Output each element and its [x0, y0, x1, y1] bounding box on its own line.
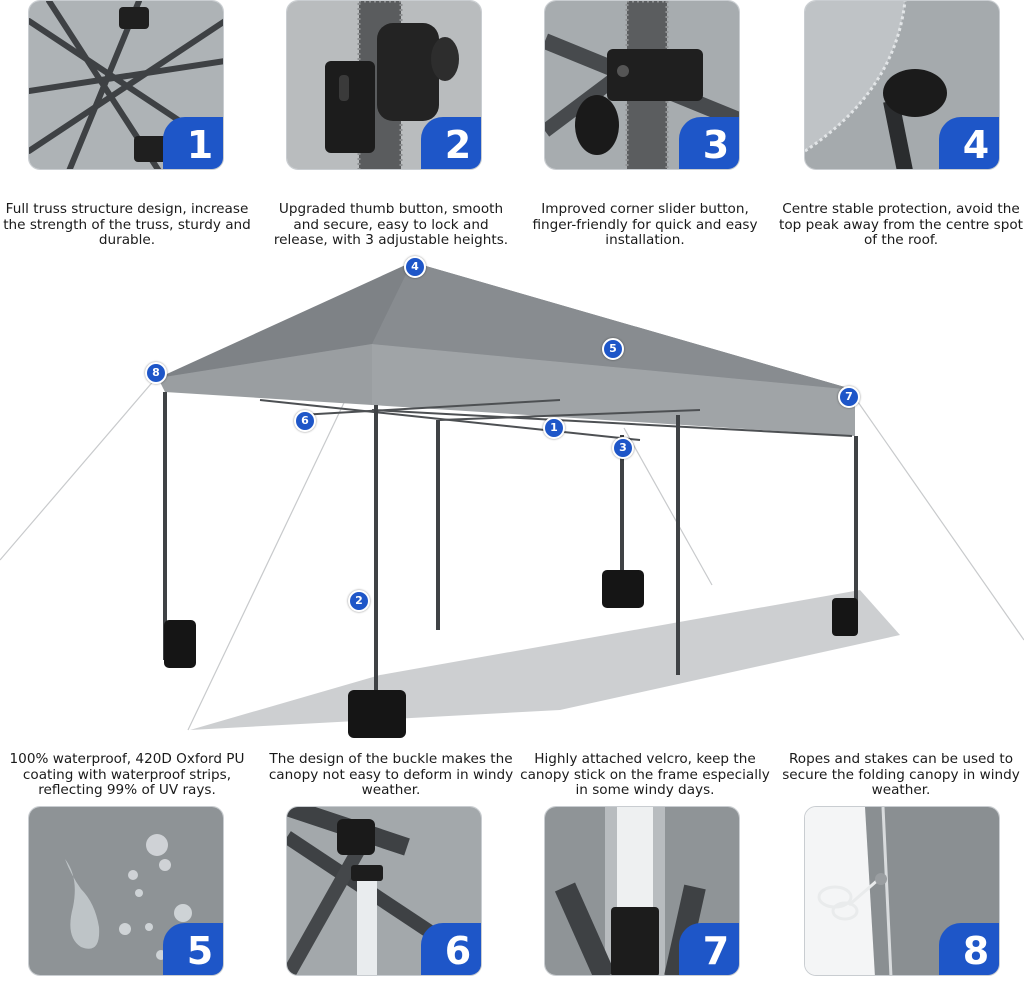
callout-5: 5 — [602, 338, 624, 360]
badge-3: 3 — [679, 117, 739, 169]
feature-tile-8: 8 — [804, 806, 1000, 976]
callout-2: 2 — [348, 590, 370, 612]
corner-slider-image — [545, 1, 739, 169]
feature-tile-6: 6 — [286, 806, 482, 976]
badge-8: 8 — [939, 923, 999, 975]
feature-tile-1: 1 — [28, 0, 224, 170]
caption-6: The design of the buckle makes the canop… — [268, 751, 514, 799]
badge-2: 2 — [421, 117, 481, 169]
caption-3: Improved corner slider button, finger-fr… — [532, 201, 758, 249]
callout-6: 6 — [294, 410, 316, 432]
callout-7: 7 — [838, 386, 860, 408]
rope-stake-image — [805, 807, 999, 975]
caption-5: 100% waterproof, 420D Oxford PU coating … — [9, 751, 245, 799]
caption-1: Full truss structure design, increase th… — [3, 201, 251, 249]
truss-frame-image — [29, 1, 223, 169]
feature-tile-4: 4 — [804, 0, 1000, 170]
velcro-image — [545, 807, 739, 975]
feature-tile-2: 2 — [286, 0, 482, 170]
badge-7: 7 — [679, 923, 739, 975]
thumb-button-image — [287, 1, 481, 169]
callout-8: 8 — [145, 362, 167, 384]
canopy-tent-illustration — [0, 262, 1024, 738]
caption-8: Ropes and stakes can be used to secure t… — [782, 751, 1020, 799]
feature-tile-5: 5 — [28, 806, 224, 976]
caption-2: Upgraded thumb button, smooth and secure… — [273, 201, 509, 249]
feature-tile-7: 7 — [544, 806, 740, 976]
feature-tile-3: 3 — [544, 0, 740, 170]
caption-4: Centre stable protection, avoid the top … — [779, 201, 1023, 249]
badge-1: 1 — [163, 117, 223, 169]
caption-7: Highly attached velcro, keep the canopy … — [520, 751, 770, 799]
callout-4: 4 — [404, 256, 426, 278]
callout-3: 3 — [612, 437, 634, 459]
badge-4: 4 — [939, 117, 999, 169]
badge-5: 5 — [163, 923, 223, 975]
badge-6: 6 — [421, 923, 481, 975]
callout-1: 1 — [543, 417, 565, 439]
